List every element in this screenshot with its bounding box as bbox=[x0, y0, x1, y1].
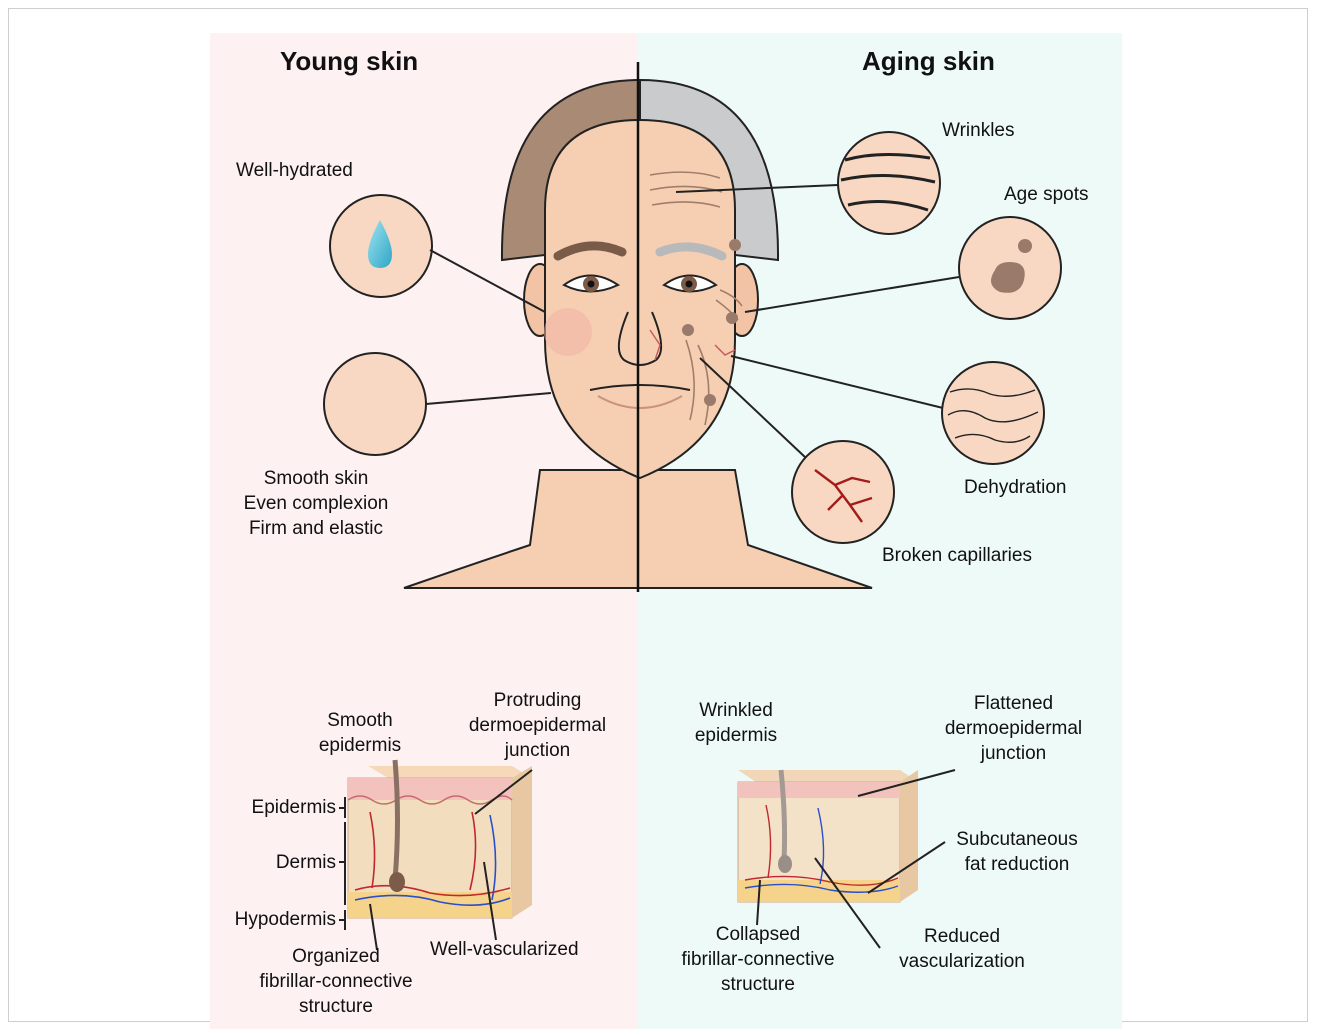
aging-skin-cross-section bbox=[738, 770, 918, 902]
hypodermis-label: Hypodermis bbox=[200, 907, 336, 932]
subcutaneous-line-2: fat reduction bbox=[942, 852, 1092, 877]
wrinkles-label: Wrinkles bbox=[942, 118, 1015, 143]
young-traits-label: Smooth skin Even complexion Firm and ela… bbox=[226, 466, 406, 541]
young-skin-cross-section bbox=[348, 760, 532, 918]
broken-capillaries-label: Broken capillaries bbox=[882, 543, 1032, 568]
reduced-vascularization-label: Reduced vascularization bbox=[882, 924, 1042, 974]
wrinkles-circle bbox=[838, 132, 940, 234]
protruding-line-2: dermoepidermal bbox=[450, 713, 625, 738]
protruding-line-1: Protruding bbox=[450, 688, 625, 713]
organized-line-2: fibrillar-connective bbox=[236, 969, 436, 994]
wrinkled-line-1: Wrinkled bbox=[676, 698, 796, 723]
collapsed-structure-label: Collapsed fibrillar-connective structure bbox=[658, 922, 858, 997]
well-hydrated-circle bbox=[330, 195, 432, 297]
subcutaneous-line-1: Subcutaneous bbox=[942, 827, 1092, 852]
wrinkled-line-2: epidermis bbox=[676, 723, 796, 748]
epidermis-label: Epidermis bbox=[200, 795, 336, 820]
dermis-label: Dermis bbox=[200, 850, 336, 875]
organized-line-1: Organized bbox=[236, 944, 436, 969]
flattened-line-3: junction bbox=[926, 741, 1101, 766]
protruding-line-3: junction bbox=[450, 738, 625, 763]
collapsed-line-1: Collapsed bbox=[658, 922, 858, 947]
trait-even-complexion: Even complexion bbox=[226, 491, 406, 516]
wrinkled-epidermis-label: Wrinkled epidermis bbox=[676, 698, 796, 748]
broken-capillaries-circle bbox=[792, 441, 894, 543]
age-spots-circle bbox=[959, 217, 1061, 319]
cheek-blush bbox=[544, 308, 592, 356]
well-vascularized-label: Well-vascularized bbox=[430, 937, 579, 962]
dehydration-circle bbox=[942, 362, 1044, 464]
reduced-line-2: vascularization bbox=[882, 949, 1042, 974]
smooth-epidermis-label: Smooth epidermis bbox=[300, 708, 420, 758]
flattened-line-2: dermoepidermal bbox=[926, 716, 1101, 741]
age-spots-label: Age spots bbox=[1004, 182, 1089, 207]
smooth-epidermis-line-2: epidermis bbox=[300, 733, 420, 758]
dehydration-label: Dehydration bbox=[964, 475, 1066, 500]
smooth-epidermis-line-1: Smooth bbox=[300, 708, 420, 733]
trait-smooth-skin: Smooth skin bbox=[226, 466, 406, 491]
trait-firm-elastic: Firm and elastic bbox=[226, 516, 406, 541]
flattened-junction-label: Flattened dermoepidermal junction bbox=[926, 691, 1101, 766]
flattened-line-1: Flattened bbox=[926, 691, 1101, 716]
subcutaneous-fat-label: Subcutaneous fat reduction bbox=[942, 827, 1092, 877]
protruding-junction-label: Protruding dermoepidermal junction bbox=[450, 688, 625, 763]
aging-skin-heading: Aging skin bbox=[862, 46, 995, 77]
collapsed-line-2: fibrillar-connective bbox=[658, 947, 858, 972]
well-hydrated-label: Well-hydrated bbox=[236, 158, 353, 183]
reduced-line-1: Reduced bbox=[882, 924, 1042, 949]
organized-line-3: structure bbox=[236, 994, 436, 1019]
smooth-skin-circle bbox=[324, 353, 426, 455]
collapsed-line-3: structure bbox=[658, 972, 858, 997]
organized-structure-label: Organized fibrillar-connective structure bbox=[236, 944, 436, 1019]
young-skin-heading: Young skin bbox=[280, 46, 418, 77]
